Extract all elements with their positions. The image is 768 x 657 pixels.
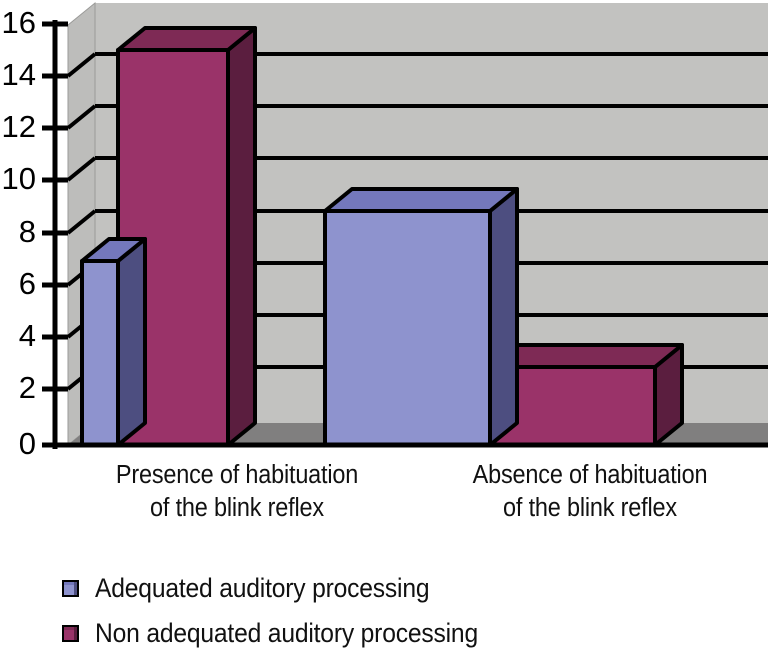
legend-item-adequated[interactable]: Adequated auditory processing bbox=[62, 566, 507, 611]
bar-group2-series1 bbox=[323, 187, 519, 447]
y-tick-12: 12 bbox=[2, 109, 36, 144]
x-category-label-absence: Absence of habituation of the blink refl… bbox=[472, 461, 708, 523]
legend-label-adequated: Adequated auditory processing bbox=[95, 573, 430, 603]
y-tick-14: 14 bbox=[2, 57, 36, 92]
legend-label-non-adequated: Non adequated auditory processing bbox=[95, 618, 478, 648]
y-tick-6: 6 bbox=[19, 266, 36, 301]
legend-item-non-adequated[interactable]: Non adequated auditory processing bbox=[62, 611, 507, 656]
legend-swatch-blue-icon bbox=[62, 580, 79, 597]
bar-group1-series1 bbox=[80, 237, 147, 447]
y-tick-16: 16 bbox=[2, 5, 36, 40]
chart-legend: Adequated auditory processing Non adequa… bbox=[62, 566, 507, 656]
y-tick-2: 2 bbox=[19, 370, 36, 405]
legend-swatch-magenta-icon bbox=[62, 625, 79, 642]
y-tick-4: 4 bbox=[19, 318, 36, 353]
bar-group2-series2 bbox=[488, 343, 684, 447]
y-tick-8: 8 bbox=[19, 214, 36, 249]
x-category-label-presence: Presence of habituation of the blink ref… bbox=[115, 461, 359, 523]
y-tick-10: 10 bbox=[2, 161, 36, 196]
y-axis-labels: 16 14 12 10 8 6 4 2 0 bbox=[2, 5, 36, 460]
y-tick-0: 0 bbox=[19, 426, 36, 460]
bar-chart-3d: 16 14 12 10 8 6 4 2 0 bbox=[2, 1, 768, 460]
